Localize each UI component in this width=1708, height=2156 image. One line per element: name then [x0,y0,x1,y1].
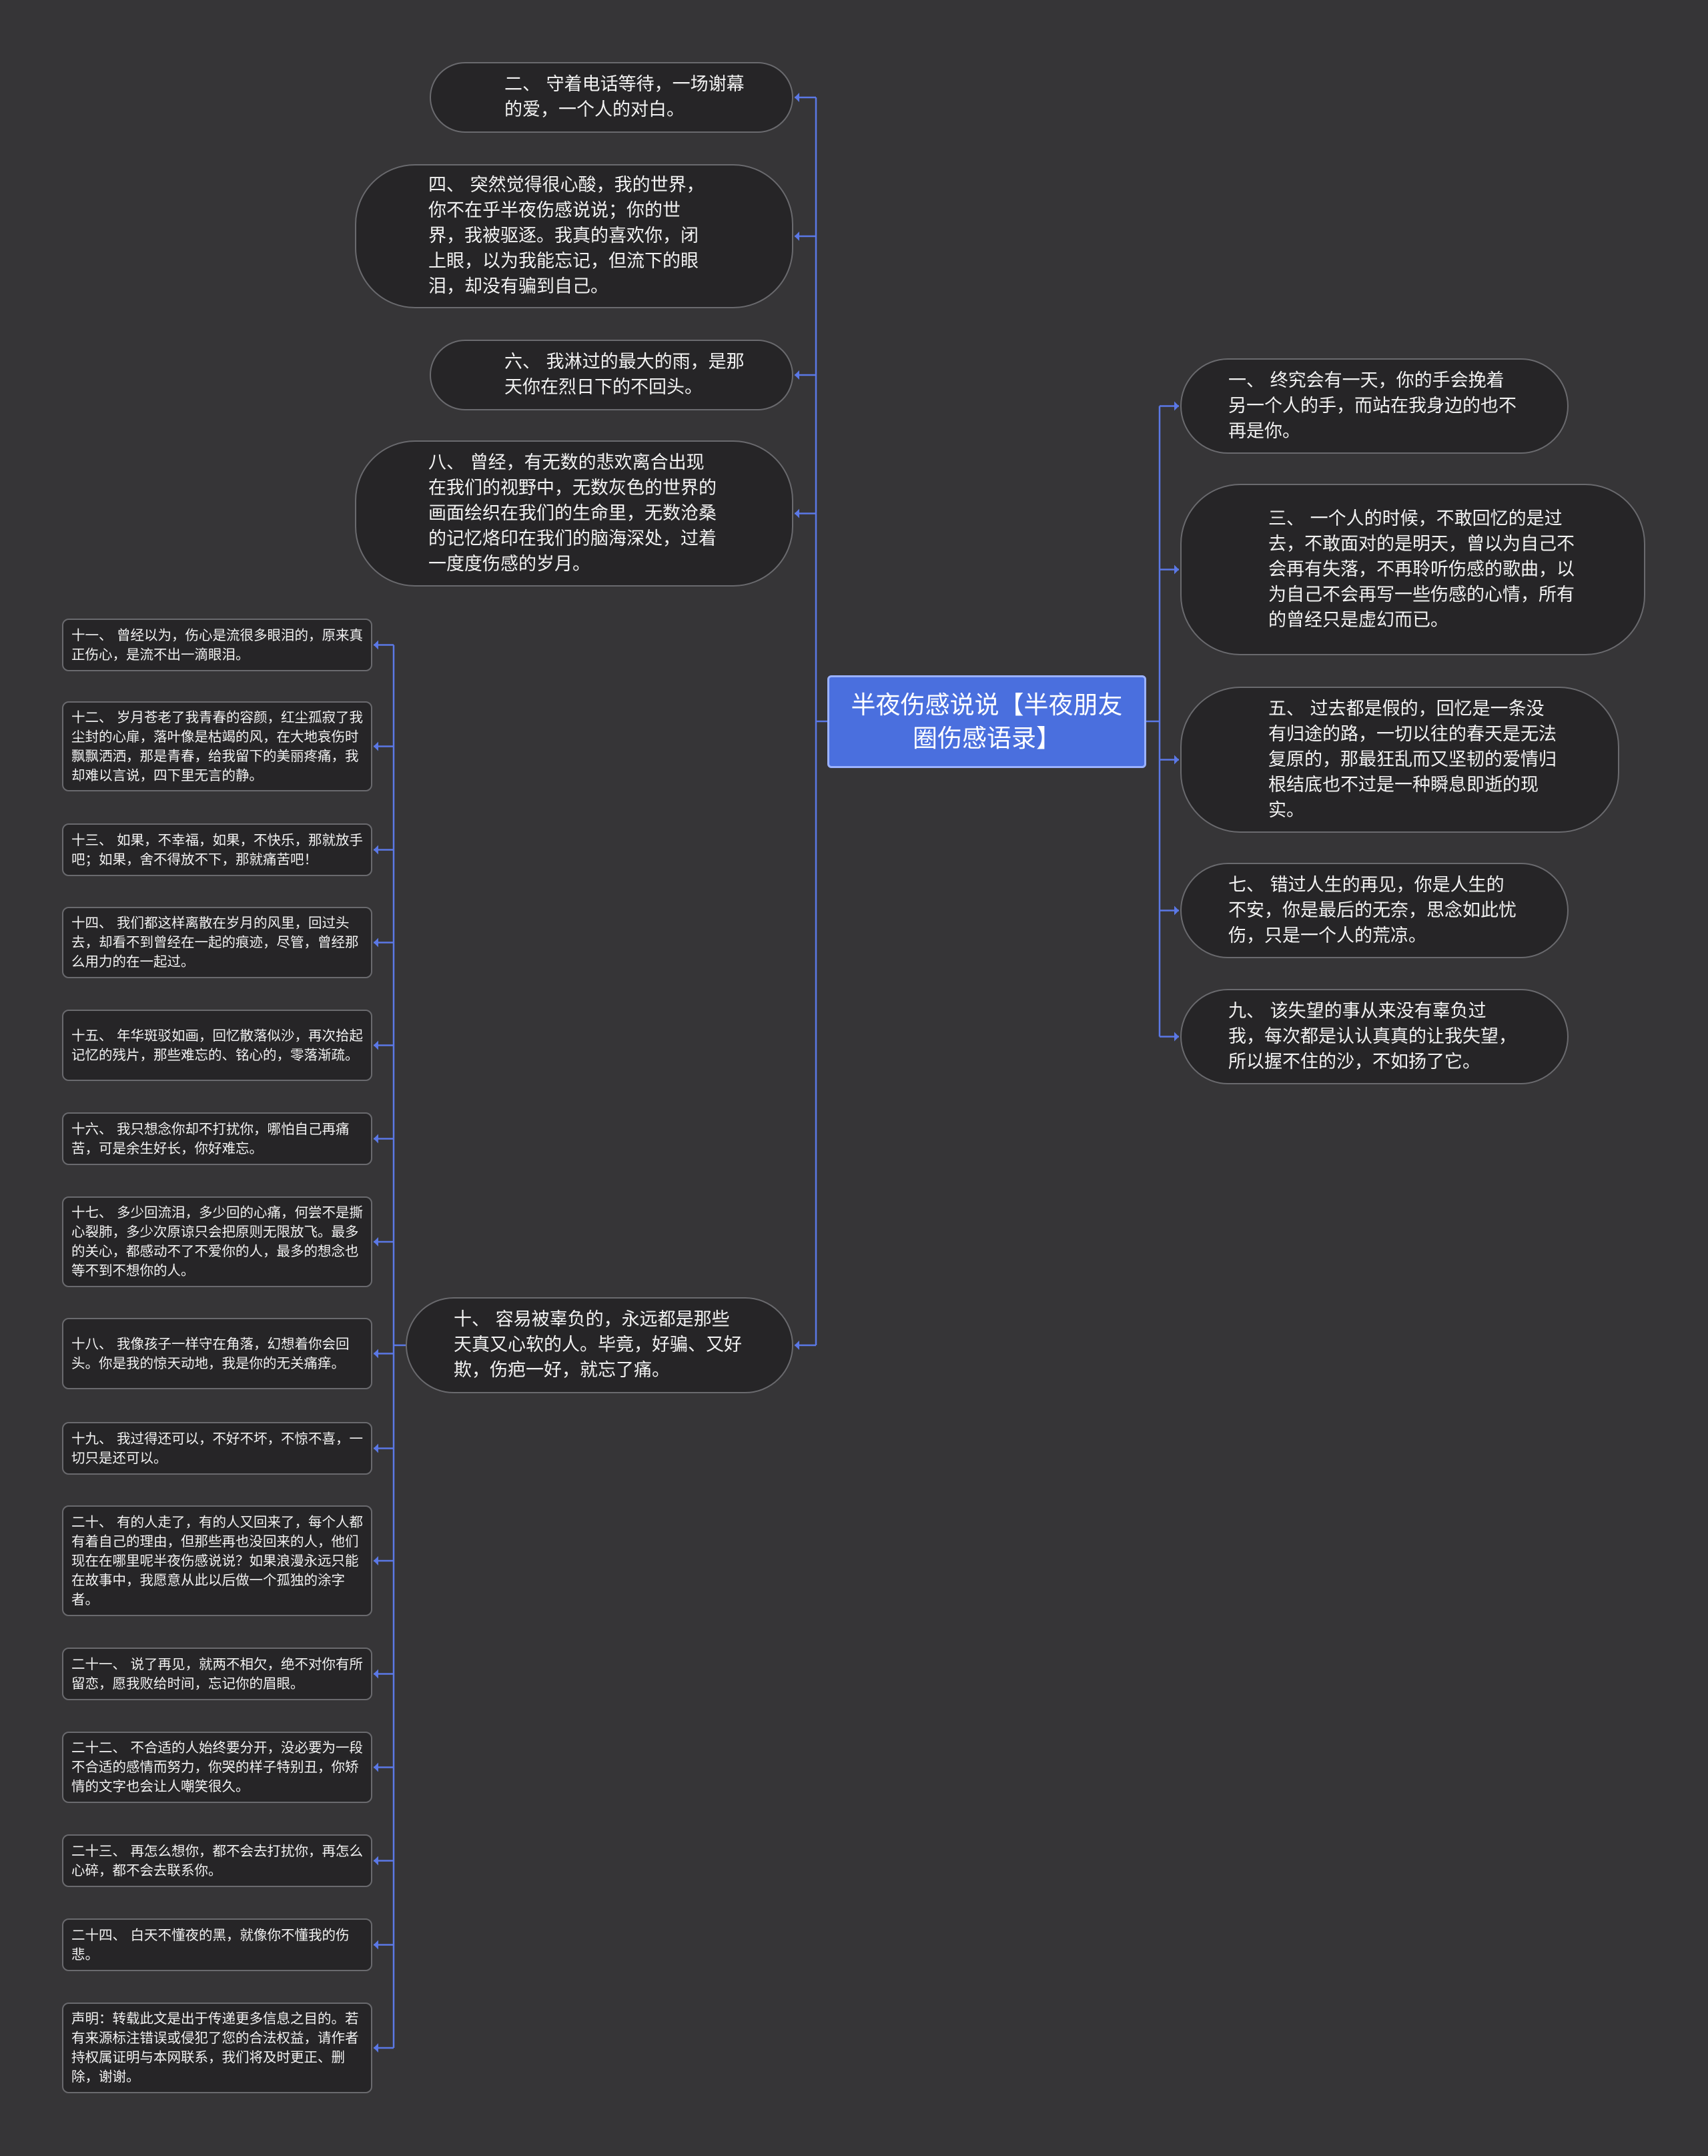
left-node-6-text: 六、 我淋过的最大的雨，是那天你在烈日下的不回头。 [504,352,745,398]
left-node-2[interactable]: 二、 守着电话等待，一场谢幕的爱，一个人的对白。 [430,62,793,133]
arrow-right-4 [1174,1032,1179,1042]
sub-node-13-text: 十三、 如果，不幸福，如果，不快乐，那就放手吧；如果，舍不得放不下，那就痛苦吧！ [71,831,364,867]
sub-node-22[interactable]: 二十二、 不合适的人始终要分开，没必要为一段不合适的感情而努力，你哭的样子特别丑… [62,1732,372,1803]
arrow-sub-7 [374,1349,378,1359]
arrow-sub-14 [374,2043,378,2053]
sub-node-13[interactable]: 十三、 如果，不幸福，如果，不快乐，那就放手吧；如果，舍不得放不下，那就痛苦吧！ [62,823,372,876]
arrow-sub-4 [374,1040,378,1050]
arrow-sub-6 [374,1237,378,1246]
sub-node-21-text: 二十一、 说了再见，就两不相欠，绝不对你有所留恋，愿我败给时间，忘记你的眉眼。 [71,1656,364,1692]
sub-node-18[interactable]: 十八、 我像孩子一样守在角落，幻想着你会回头。你是我的惊天动地，我是你的无关痛痒… [62,1318,372,1389]
arrow-right-1 [1174,565,1179,575]
sub-node-21[interactable]: 二十一、 说了再见，就两不相欠，绝不对你有所留恋，愿我败给时间，忘记你的眉眼。 [62,1648,372,1700]
left-node-10-text: 十、 容易被辜负的，永远都是那些天真又心软的人。毕竟，好骗、又好欺，伤疤一好，就… [454,1309,742,1381]
sub-node-17-text: 十七、 多少回流泪，多少回的心痛，何尝不是撕心裂肺，多少次原谅只会把原则无限放飞… [71,1204,364,1279]
sub-node-15[interactable]: 十五、 年华斑驳如画，回忆散落似沙，再次拾起记忆的残片，那些难忘的、铭心的，零落… [62,1010,372,1081]
arrow-sub-12 [374,1856,378,1866]
arrow-left-2 [795,370,799,380]
sub-node-20-text: 二十、 有的人走了，有的人又回来了，每个人都有着自己的理由，但那些再也没回来的人… [71,1513,364,1607]
arrow-sub-10 [374,1669,378,1679]
arrow-right-0 [1174,401,1179,411]
sub-node-24[interactable]: 二十四、 白天不懂夜的黑，就像你不懂我的伤悲。 [62,1918,372,1971]
arrow-sub-1 [374,741,378,751]
right-node-7-text: 七、 错过人生的再见，你是人生的不安，你是最后的无奈，思念如此忧伤，只是一个人的… [1228,874,1517,946]
sub-node-22-text: 二十二、 不合适的人始终要分开，没必要为一段不合适的感情而努力，你哭的样子特别丑… [71,1740,364,1794]
sub-node-disclaimer-text: 声明：转载此文是出于传递更多信息之目的。若有来源标注错误或侵犯了您的合法权益，请… [71,2011,359,2085]
sub-node-disclaimer[interactable]: 声明：转载此文是出于传递更多信息之目的。若有来源标注错误或侵犯了您的合法权益，请… [62,2003,372,2093]
arrow-sub-3 [374,938,378,948]
sub-node-14[interactable]: 十四、 我们都这样离散在岁月的风里，回过头去，却看不到曾经在一起的痕迹，尽管，曾… [62,907,372,978]
arrow-left-1 [795,232,799,241]
sub-node-12[interactable]: 十二、 岁月苍老了我青春的容颜，红尘孤寂了我尘封的心扉，落叶像是枯竭的风，在大地… [62,701,372,791]
left-node-4[interactable]: 四、 突然觉得很心酸，我的世界，你不在乎半夜伤感说说；你的世界，我被驱逐。我真的… [355,164,793,308]
sub-node-12-text: 十二、 岁月苍老了我青春的容颜，红尘孤寂了我尘封的心扉，落叶像是枯竭的风，在大地… [71,709,364,783]
sub-node-24-text: 二十四、 白天不懂夜的黑，就像你不懂我的伤悲。 [71,1926,350,1962]
sub-node-19[interactable]: 十九、 我过得还可以，不好不坏，不惊不喜，一切只是还可以。 [62,1422,372,1475]
arrow-sub-2 [374,845,378,855]
right-node-3-text: 三、 一个人的时候，不敢回忆的是过去，不敢面对的是明天，曾以为自己不会再有失落，… [1268,508,1575,631]
sub-node-20[interactable]: 二十、 有的人走了，有的人又回来了，每个人都有着自己的理由，但那些再也没回来的人… [62,1505,372,1616]
left-node-8[interactable]: 八、 曾经，有无数的悲欢离合出现在我们的视野中，无数灰色的世界的画面绘织在我们的… [355,440,793,587]
right-node-3[interactable]: 三、 一个人的时候，不敢回忆的是过去，不敢面对的是明天，曾以为自己不会再有失落，… [1180,484,1645,655]
left-node-8-text: 八、 曾经，有无数的悲欢离合出现在我们的视野中，无数灰色的世界的画面绘织在我们的… [428,452,717,575]
right-node-5[interactable]: 五、 过去都是假的，回忆是一条没有归途的路，一切以往的春天是无法复原的，那最狂乱… [1180,687,1619,833]
sub-node-11[interactable]: 十一、 曾经以为，伤心是流很多眼泪的，原来真正伤心，是流不出一滴眼泪。 [62,619,372,671]
sub-node-23-text: 二十三、 再怎么想你，都不会去打扰你，再怎么心碎，都不会去联系你。 [71,1842,364,1878]
arrow-right-2 [1174,755,1179,765]
right-node-9-text: 九、 该失望的事从来没有辜负过我，每次都是认认真真的让我失望，所以握不住的沙，不… [1228,1000,1517,1072]
sub-node-16[interactable]: 十六、 我只想念你却不打扰你，哪怕自己再痛苦，可是余生好长，你好难忘。 [62,1112,372,1165]
sub-node-19-text: 十九、 我过得还可以，不好不坏，不惊不喜，一切只是还可以。 [71,1430,364,1466]
right-node-1[interactable]: 一、 终究会有一天，你的手会挽着另一个人的手，而站在我身边的也不再是你。 [1180,358,1569,454]
sub-node-16-text: 十六、 我只想念你却不打扰你，哪怕自己再痛苦，可是余生好长，你好难忘。 [71,1120,350,1156]
root-title: 半夜伤感说说【半夜朋友圈伤感语录】 [851,690,1123,753]
sub-node-18-text: 十八、 我像孩子一样守在角落，幻想着你会回头。你是我的惊天动地，我是你的无关痛痒… [71,1335,350,1371]
right-node-9[interactable]: 九、 该失望的事从来没有辜负过我，每次都是认认真真的让我失望，所以握不住的沙，不… [1180,989,1569,1084]
left-node-6[interactable]: 六、 我淋过的最大的雨，是那天你在烈日下的不回头。 [430,340,793,410]
arrow-sub-11 [374,1762,378,1772]
arrow-sub-13 [374,1940,378,1950]
right-node-5-text: 五、 过去都是假的，回忆是一条没有归途的路，一切以往的春天是无法复原的，那最狂乱… [1268,698,1557,821]
arrow-sub-5 [374,1134,378,1144]
left-node-2-text: 二、 守着电话等待，一场谢幕的爱，一个人的对白。 [504,74,745,120]
left-node-10[interactable]: 十、 容易被辜负的，永远都是那些天真又心软的人。毕竟，好骗、又好欺，伤疤一好，就… [406,1297,793,1393]
left-node-4-text: 四、 突然觉得很心酸，我的世界，你不在乎半夜伤感说说；你的世界，我被驱逐。我真的… [428,175,705,297]
arrow-left-0 [795,93,799,102]
arrow-right-3 [1174,906,1179,916]
right-node-1-text: 一、 终究会有一天，你的手会挽着另一个人的手，而站在我身边的也不再是你。 [1228,370,1517,442]
arrow-left-4 [795,1341,799,1350]
sub-node-23[interactable]: 二十三、 再怎么想你，都不会去打扰你，再怎么心碎，都不会去联系你。 [62,1834,372,1887]
arrow-sub-0 [374,640,378,650]
arrow-left-3 [795,508,799,518]
arrow-sub-8 [374,1443,378,1453]
root-node[interactable]: 半夜伤感说说【半夜朋友圈伤感语录】 [827,675,1146,768]
sub-node-15-text: 十五、 年华斑驳如画，回忆散落似沙，再次拾起记忆的残片，那些难忘的、铭心的，零落… [71,1027,364,1063]
sub-node-11-text: 十一、 曾经以为，伤心是流很多眼泪的，原来真正伤心，是流不出一滴眼泪。 [71,627,364,663]
sub-node-14-text: 十四、 我们都这样离散在岁月的风里，回过头去，却看不到曾经在一起的痕迹，尽管，曾… [71,915,359,970]
arrow-sub-9 [374,1556,378,1565]
right-node-7[interactable]: 七、 错过人生的再见，你是人生的不安，你是最后的无奈，思念如此忧伤，只是一个人的… [1180,863,1569,958]
sub-node-17[interactable]: 十七、 多少回流泪，多少回的心痛，何尝不是撕心裂肺，多少次原谅只会把原则无限放飞… [62,1196,372,1287]
